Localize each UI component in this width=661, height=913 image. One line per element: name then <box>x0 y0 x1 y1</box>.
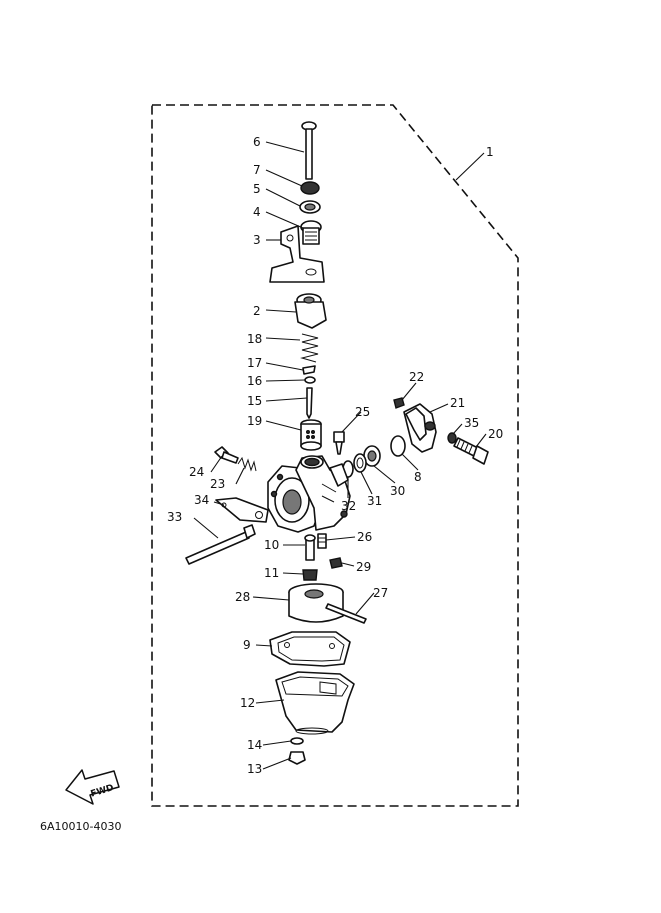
label-21: 21 <box>450 396 465 410</box>
part-27-float-pin <box>325 603 367 624</box>
part-34-throttle-lever <box>215 497 269 523</box>
part-29-screw <box>329 557 343 569</box>
part-2-mixing-chamber-top <box>294 293 327 329</box>
label-3: 3 <box>253 233 261 247</box>
part-17-clip <box>302 365 316 375</box>
label-2: 2 <box>253 304 261 318</box>
label-35: 35 <box>464 416 479 430</box>
part-31-gasket <box>353 453 367 473</box>
part-20-bolt <box>453 437 489 465</box>
part-23-spring <box>237 456 257 472</box>
label-6: 6 <box>253 135 261 149</box>
label-1: 1 <box>486 145 494 159</box>
part-18-spring <box>300 333 319 363</box>
leader-lines <box>193 141 487 770</box>
label-32: 32 <box>341 499 356 513</box>
part-7-cap <box>300 181 320 195</box>
label-8: 8 <box>414 470 422 484</box>
label-27: 27 <box>373 586 388 600</box>
part-10-main-nozzle <box>304 534 316 561</box>
label-29: 29 <box>356 560 371 574</box>
label-26: 26 <box>357 530 372 544</box>
part-6-plunger-rod <box>301 121 317 180</box>
part-35-washer <box>447 432 457 444</box>
part-5-washer <box>299 200 321 214</box>
label-19: 19 <box>247 414 262 428</box>
part-19-throttle-valve <box>300 419 322 451</box>
part-28-float <box>288 583 344 623</box>
part-8-o-ring <box>390 435 406 457</box>
label-24: 24 <box>189 465 204 479</box>
part-14-washer <box>290 737 304 745</box>
label-11: 11 <box>264 566 279 580</box>
part-3-bracket <box>269 225 325 283</box>
part-9-float-bowl-gasket <box>269 631 351 667</box>
fwd-arrow-icon: FWD <box>65 769 120 805</box>
part-13-drain-screw <box>288 751 306 765</box>
label-22: 22 <box>409 370 424 384</box>
label-33: 33 <box>167 510 182 524</box>
part-16-ring <box>304 376 316 384</box>
part-21-intake-flange <box>403 403 437 453</box>
part-25-pilot-screw <box>333 431 345 455</box>
part-26-jet <box>317 533 327 549</box>
label-12: 12 <box>240 696 255 710</box>
part-11-main-jet <box>302 569 318 581</box>
label-18: 18 <box>247 332 262 346</box>
part-number-labels: 6 7 5 4 3 2 18 17 16 15 19 1 22 21 35 20… <box>167 135 503 776</box>
part-12-float-bowl <box>275 671 355 735</box>
label-31: 31 <box>367 494 382 508</box>
label-15: 15 <box>247 394 262 408</box>
part-15-jet-needle <box>306 387 313 419</box>
label-16: 16 <box>247 374 262 388</box>
label-30: 30 <box>390 484 405 498</box>
label-28: 28 <box>235 590 250 604</box>
label-17: 17 <box>247 356 262 370</box>
part-24-screw <box>214 446 239 464</box>
part-22-screw <box>393 397 405 409</box>
label-9: 9 <box>243 638 251 652</box>
label-5: 5 <box>253 182 261 196</box>
assembly-boundary <box>151 104 519 807</box>
label-25: 25 <box>355 405 370 419</box>
diagram-code: 6A10010-4030 <box>40 820 122 833</box>
label-13: 13 <box>247 762 262 776</box>
part-4-cap-nut <box>300 220 322 245</box>
carburetor-body <box>267 455 351 533</box>
label-4: 4 <box>253 205 261 219</box>
label-10: 10 <box>264 538 279 552</box>
part-33-throttle-shaft <box>185 524 256 565</box>
label-20: 20 <box>488 427 503 441</box>
label-7: 7 <box>253 163 261 177</box>
label-23: 23 <box>210 477 225 491</box>
label-14: 14 <box>247 738 262 752</box>
label-34: 34 <box>194 493 209 507</box>
